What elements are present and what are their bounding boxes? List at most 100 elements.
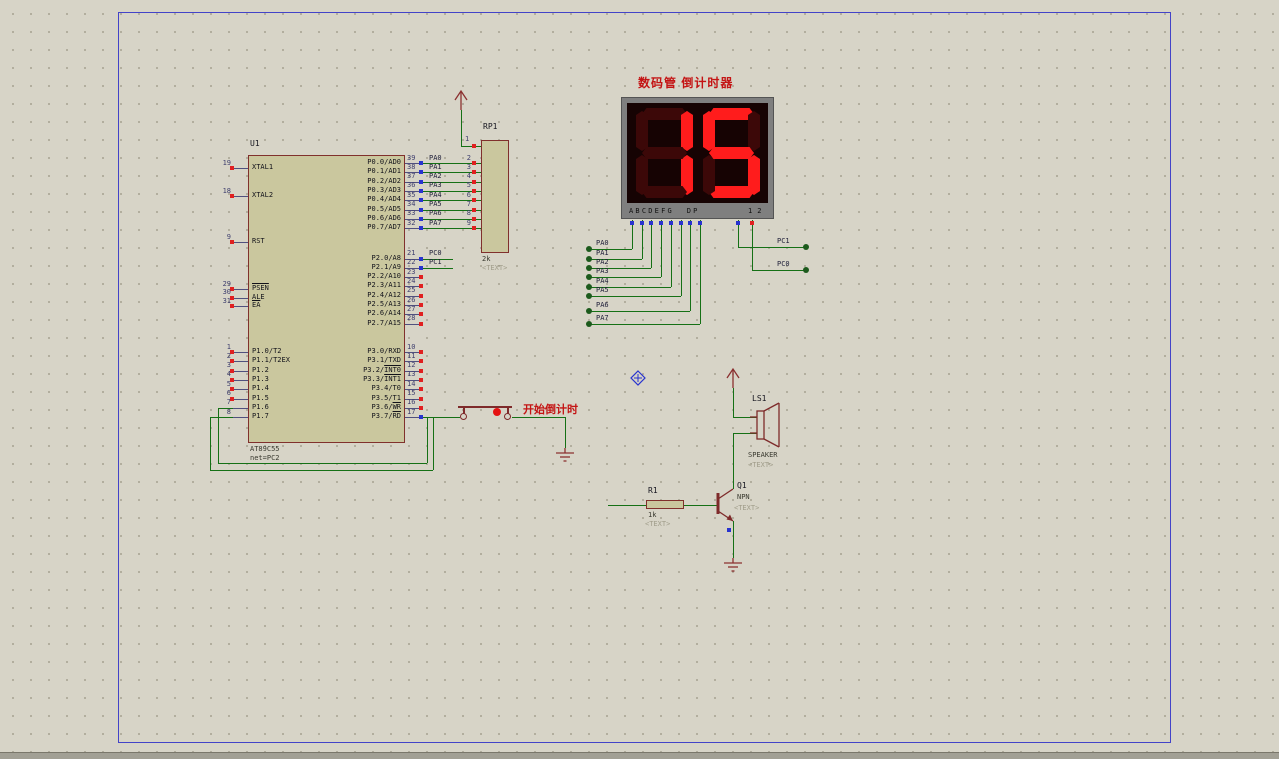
pin-stub[interactable] (233, 370, 248, 372)
button-actuator[interactable] (493, 408, 501, 416)
pin-stub[interactable] (233, 407, 248, 409)
power-wire[interactable] (461, 110, 462, 146)
pin-stub[interactable] (405, 200, 421, 202)
unconnected-pin-marker[interactable] (419, 405, 423, 410)
button-terminal[interactable] (460, 413, 467, 420)
display-wire[interactable] (651, 220, 653, 268)
pin-stub[interactable] (233, 306, 248, 307)
pin-stub[interactable] (233, 417, 248, 419)
wire-segment[interactable] (210, 470, 433, 471)
unconnected-pin-marker[interactable] (230, 377, 234, 382)
ground-terminal-icon[interactable] (722, 558, 744, 573)
pin-stub[interactable] (405, 314, 421, 316)
pin-stub[interactable] (405, 295, 421, 297)
pin-stub[interactable] (233, 289, 248, 290)
net-wire[interactable] (421, 267, 453, 269)
unconnected-pin-marker[interactable] (230, 295, 234, 300)
wire-pin-junction[interactable] (419, 256, 423, 261)
pin-stub[interactable] (405, 305, 421, 306)
unconnected-pin-marker[interactable] (419, 377, 423, 382)
rp1-pin-marker[interactable] (472, 179, 476, 184)
transistor-q1-symbol[interactable] (705, 480, 745, 530)
unconnected-pin-marker[interactable] (230, 387, 234, 392)
wire-segment[interactable] (421, 417, 460, 418)
pin-stub[interactable] (233, 196, 248, 197)
wire-segment[interactable] (608, 505, 646, 506)
display-pin-junction[interactable] (649, 221, 654, 225)
unconnected-pin-marker[interactable] (230, 396, 234, 401)
wire-segment[interactable] (512, 417, 565, 418)
unconnected-pin-marker[interactable] (230, 240, 234, 244)
pin-stub[interactable] (405, 379, 421, 381)
unconnected-pin-marker[interactable] (230, 194, 234, 198)
pin-stub[interactable] (405, 228, 421, 230)
display-wire[interactable] (632, 220, 633, 249)
wire-segment[interactable] (210, 417, 233, 419)
wire-pin-junction[interactable] (419, 179, 423, 184)
power-wire[interactable] (733, 388, 734, 417)
display-wire[interactable] (661, 220, 663, 277)
button-terminal[interactable] (504, 413, 511, 420)
wire-segment[interactable] (210, 417, 211, 470)
wire-segment[interactable] (733, 433, 734, 489)
display-wire[interactable] (590, 268, 652, 269)
net-terminal-dot[interactable] (586, 274, 592, 280)
wire-pin-junction[interactable] (419, 415, 423, 420)
wire-segment[interactable] (427, 417, 428, 463)
pin-stub[interactable] (405, 370, 421, 372)
seven-segment-display[interactable]: ABCDEFG DP 12 (621, 97, 774, 219)
pin-stub[interactable] (405, 352, 421, 353)
wire-segment[interactable] (684, 505, 718, 506)
push-button[interactable] (458, 406, 514, 424)
ground-terminal-icon[interactable] (554, 448, 576, 463)
pin-stub[interactable] (405, 361, 421, 363)
rp1-pin-marker[interactable] (472, 198, 476, 203)
wire-pin-junction[interactable] (419, 170, 423, 175)
unconnected-pin-marker[interactable] (230, 350, 234, 354)
net-wire[interactable] (421, 172, 481, 174)
net-wire[interactable] (421, 258, 453, 260)
respack-rp1-body[interactable] (481, 140, 509, 253)
wire-segment[interactable] (565, 417, 566, 448)
display-wire[interactable] (590, 287, 671, 288)
pin-stub[interactable] (405, 209, 421, 211)
wire-pin-junction[interactable] (419, 265, 423, 270)
pin-stub[interactable] (233, 168, 248, 169)
pin-stub[interactable] (405, 172, 421, 174)
display-pin-junction[interactable] (630, 221, 634, 225)
mcu-u1-body[interactable] (248, 155, 405, 443)
display-pin-junction[interactable] (678, 221, 683, 225)
rp1-pin-marker[interactable] (472, 226, 476, 231)
unconnected-pin-marker[interactable] (419, 396, 423, 401)
display-pin-marker[interactable] (750, 221, 754, 225)
wire-pin-junction[interactable] (419, 161, 423, 165)
display-wire[interactable] (590, 324, 700, 325)
net-wire[interactable] (421, 228, 481, 230)
resistor-r1-body[interactable] (646, 500, 684, 509)
wire-pin-junction[interactable] (419, 216, 423, 221)
net-wire[interactable] (421, 190, 481, 192)
unconnected-pin-marker[interactable] (419, 368, 423, 373)
display-wire[interactable] (680, 220, 682, 296)
display-wire[interactable] (699, 220, 701, 324)
pin-stub[interactable] (405, 267, 421, 269)
pin-stub[interactable] (405, 286, 421, 288)
pin-stub[interactable] (233, 352, 248, 353)
wire-pin-junction[interactable] (419, 207, 423, 212)
display-wire[interactable] (590, 259, 642, 260)
wire-segment[interactable] (218, 407, 233, 409)
net-wire[interactable] (421, 209, 481, 211)
rp1-pin-marker[interactable] (472, 170, 476, 175)
pin-stub[interactable] (233, 379, 248, 381)
unconnected-pin-marker[interactable] (419, 359, 423, 364)
display-wire[interactable] (590, 296, 681, 297)
display-wire[interactable] (738, 247, 806, 248)
wire-segment[interactable] (733, 433, 757, 434)
unconnected-pin-marker[interactable] (419, 275, 423, 280)
pin-stub[interactable] (233, 398, 248, 400)
emitter-pin-marker[interactable] (727, 528, 731, 532)
unconnected-pin-marker[interactable] (230, 368, 234, 373)
pin-stub[interactable] (405, 389, 421, 391)
net-terminal-dot[interactable] (586, 308, 592, 314)
